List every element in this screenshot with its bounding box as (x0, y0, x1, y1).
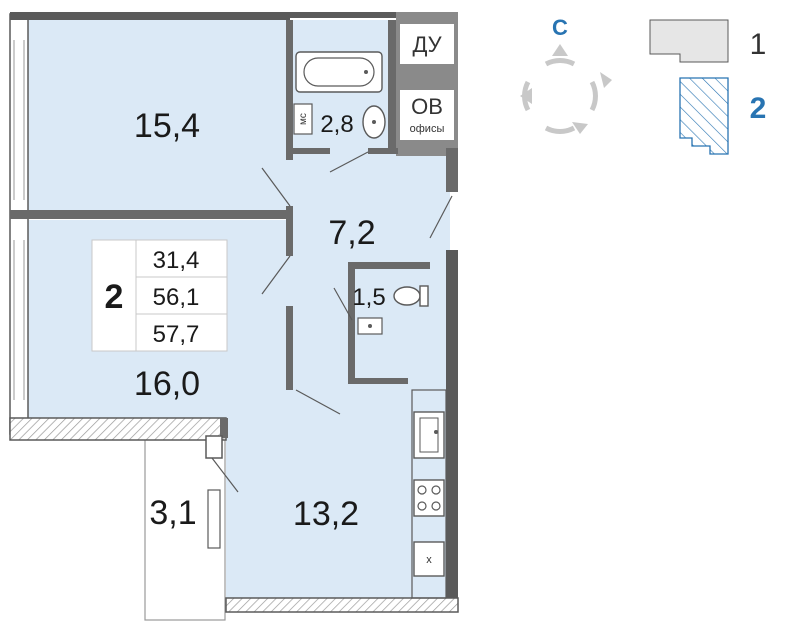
section-1-label: 1 (750, 28, 767, 61)
rooms-count: 2 (105, 278, 124, 316)
bathtub-drain (364, 70, 368, 74)
door-swing (295, 389, 341, 415)
wall-15-16 (10, 210, 290, 219)
du-label: ДУ (412, 32, 442, 57)
compass-arrow-north-icon (552, 44, 568, 56)
bath-right-wall (388, 20, 396, 154)
wc-top-wall (350, 262, 430, 269)
door-swing (333, 287, 353, 321)
hall-7-2-fill (290, 148, 450, 262)
kitchen-13-2-fill (226, 382, 448, 600)
compass-ring-icon (544, 125, 576, 134)
room-area-label: 16,0 (134, 365, 200, 403)
wc-bottom-wall (348, 378, 408, 384)
compass-arrow-south-icon (572, 122, 588, 134)
room-fills (28, 20, 450, 621)
summary-table-frame (91, 239, 228, 352)
stove-burner (431, 485, 441, 495)
stove (413, 479, 445, 517)
bathroom-marker: мс (298, 113, 309, 125)
room-area-label: 13,2 (293, 495, 359, 533)
right-upper-wall (446, 148, 458, 192)
door-swing (429, 195, 453, 239)
right-facade-wall (446, 250, 458, 610)
du-shaft (400, 24, 454, 64)
room-area-label: 7,2 (328, 214, 375, 252)
bath-bottom-wall (290, 148, 330, 154)
compass-arrow-east-icon (600, 72, 612, 88)
ov-sublabel: офисы (410, 123, 445, 135)
bath-bottom-wall-2 (368, 148, 398, 154)
compass-arrow-west-icon (520, 88, 532, 104)
door-swing (261, 167, 291, 207)
stove-burner (417, 501, 427, 511)
section-2-label: 2 (750, 92, 767, 125)
partition-lower (286, 306, 293, 390)
left-facade-wall (9, 13, 29, 435)
top-wall-bath (290, 12, 400, 18)
bottom-wall-bedroom (9, 417, 227, 441)
compass-ring-icon (589, 80, 598, 112)
toilet-tank (419, 285, 429, 307)
wc-sink-drain (368, 324, 372, 328)
door-swings (211, 151, 453, 493)
total-area-value: 56,1 (153, 284, 200, 311)
balcony-door-frame (207, 489, 221, 549)
kitchen-marker: x (426, 554, 432, 566)
ov-label: ОВ (411, 94, 443, 119)
living-area-value: 31,4 (153, 247, 200, 274)
kitchen-column (205, 435, 223, 459)
top-wall (10, 12, 290, 20)
compass: С (520, 15, 612, 134)
fridge-box (413, 541, 445, 577)
door-swing (211, 457, 239, 493)
toilet (393, 286, 421, 306)
section-key: 1 2 (649, 19, 767, 155)
door-swing (329, 151, 369, 173)
door-swing (261, 255, 291, 295)
room-area-label: 2,8 (320, 111, 353, 138)
stove-burner (417, 485, 427, 495)
kitchen-left-wall (220, 418, 228, 438)
bath-sink-drain (372, 120, 376, 124)
room-area-label: 3,1 (149, 494, 196, 532)
kitchen-counter (411, 389, 447, 599)
bathtub-inner (303, 57, 375, 87)
bottom-wall-kitchen (225, 597, 459, 613)
summary-table: 2 31,4 56,1 57,7 (91, 239, 228, 352)
compass-ring-icon (544, 58, 576, 67)
section-1-shape (649, 19, 729, 63)
kitchen-sink-drain (434, 430, 438, 434)
ov-shaft (400, 90, 454, 140)
washing-machine-box (293, 103, 313, 135)
stove-burner (431, 501, 441, 511)
compass-north-letter: С (552, 15, 568, 40)
partition-upper (286, 20, 293, 160)
shafts: ДУ ОВ офисы мс (298, 24, 454, 140)
section-2-shape (679, 77, 729, 155)
total-with-balcony-value: 57,7 (153, 321, 200, 348)
room-area-label: 15,4 (134, 107, 200, 145)
room-15-4-fill (28, 20, 290, 210)
wc-left-wall (348, 262, 355, 382)
kitchen-sink-bowl (419, 417, 439, 453)
room-labels: 15,4 16,0 7,2 2,8 1,5 13,2 3,1 (134, 107, 386, 533)
partition-middle (286, 206, 293, 256)
room-area-label: 1,5 (352, 284, 385, 311)
fixtures: x (293, 51, 447, 599)
